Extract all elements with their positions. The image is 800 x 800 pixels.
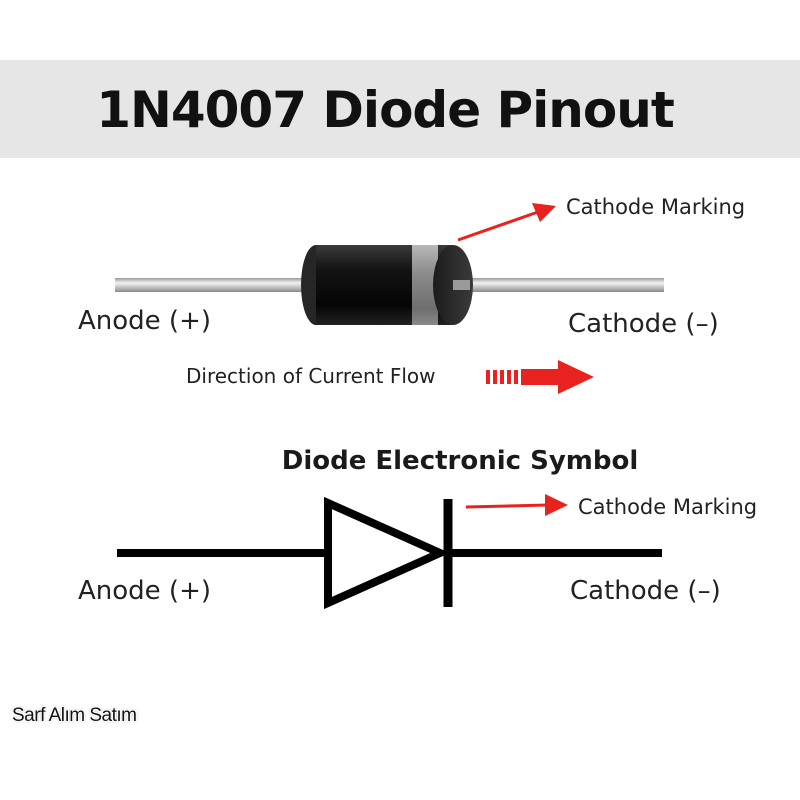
anode-lead xyxy=(115,278,310,292)
cathode-marking-arrow xyxy=(457,203,556,242)
symbol-cathode-label: Cathode (–) xyxy=(570,576,721,606)
page-title: 1N4007 Diode Pinout xyxy=(96,81,675,139)
cathode-marking-label: Cathode Marking xyxy=(566,195,746,219)
symbol-section-title: Diode Electronic Symbol xyxy=(281,446,639,476)
symbol-triangle xyxy=(324,496,450,610)
cathode-lead xyxy=(470,278,664,292)
cathode-label: Cathode (–) xyxy=(568,309,719,339)
symbol-anode-label: Anode (+) xyxy=(78,576,212,606)
symbol-cathode-marking-arrow xyxy=(465,494,568,516)
current-flow-arrow xyxy=(486,360,594,394)
diode-component xyxy=(115,245,664,325)
title-banner xyxy=(0,60,800,158)
watermark: Sarf Alım Satım xyxy=(12,705,137,726)
current-flow-label: Direction of Current Flow xyxy=(186,364,436,388)
anode-label: Anode (+) xyxy=(78,306,212,336)
diode-symbol xyxy=(117,496,662,610)
symbol-cathode-marking-label: Cathode Marking xyxy=(578,495,758,519)
diode-body xyxy=(316,245,416,325)
